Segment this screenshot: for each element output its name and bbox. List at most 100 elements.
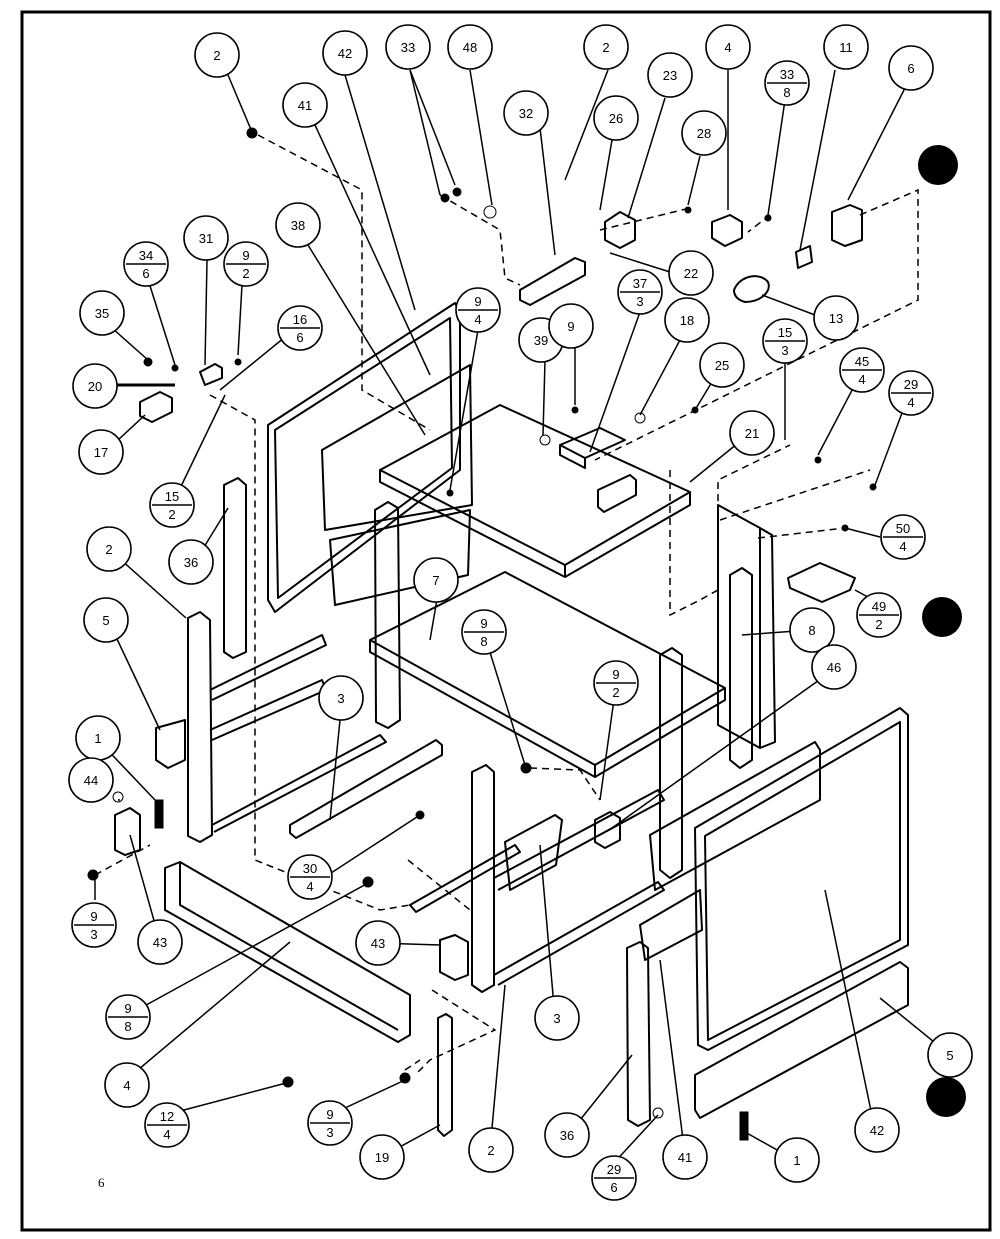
svg-text:26: 26: [609, 111, 623, 126]
svg-text:49: 49: [872, 599, 886, 614]
svg-text:8: 8: [783, 85, 790, 100]
svg-text:1: 1: [793, 1153, 800, 1168]
svg-text:3: 3: [326, 1125, 333, 1140]
bracket-46: [594, 811, 621, 849]
callout-bubble: 38: [275, 202, 321, 248]
left-frame-rail-mid: [209, 679, 327, 741]
callout-bubble-fraction: 166: [277, 305, 323, 351]
svg-text:6: 6: [296, 330, 303, 345]
rail-lower: [409, 844, 521, 913]
svg-text:41: 41: [298, 98, 312, 113]
callout-bubble-fraction: 92: [223, 241, 269, 287]
callout-bubble-fraction: 504: [880, 514, 926, 560]
top-shelf: [379, 404, 691, 566]
svg-text:12: 12: [160, 1109, 174, 1124]
callout-bubble: 42: [322, 30, 368, 76]
svg-text:29: 29: [607, 1162, 621, 1177]
svg-text:4: 4: [163, 1127, 170, 1142]
svg-text:8: 8: [124, 1019, 131, 1034]
screw-icon: [841, 524, 849, 532]
bracket-17: [139, 391, 173, 423]
svg-text:17: 17: [94, 445, 108, 460]
svg-text:4: 4: [724, 40, 731, 55]
front-frame-post-right: [659, 647, 683, 879]
callout-bubble: 2: [583, 24, 629, 70]
front-frame-post-left: [471, 764, 495, 993]
svg-text:4: 4: [123, 1078, 130, 1093]
callout-bubble: 26: [593, 95, 639, 141]
callout-bubble-fraction: 98: [461, 609, 507, 655]
svg-text:2: 2: [487, 1143, 494, 1158]
callout-bubble-fraction: 492: [856, 592, 902, 638]
callout-bubble: 25: [699, 342, 745, 388]
svg-text:21: 21: [745, 426, 759, 441]
callout-bubble: 2: [468, 1127, 514, 1173]
callout-bubble: 41: [282, 82, 328, 128]
rear-post-right: [729, 567, 753, 769]
page-border: [20, 10, 992, 1232]
callout-bubble: 11: [823, 24, 869, 70]
callout-bubble: 2: [86, 526, 132, 572]
front-post: [626, 941, 651, 1127]
svg-text:23: 23: [663, 68, 677, 83]
front-frame-rail-top: [493, 789, 665, 891]
callout-bubble: 1: [774, 1137, 820, 1183]
svg-text:46: 46: [827, 660, 841, 675]
svg-text:35: 35: [95, 306, 109, 321]
svg-text:48: 48: [463, 40, 477, 55]
svg-text:43: 43: [153, 935, 167, 950]
svg-text:15: 15: [165, 489, 179, 504]
svg-text:33: 33: [401, 40, 415, 55]
callout-bubble: 20: [72, 363, 118, 409]
bracket-43-right: [439, 934, 469, 981]
svg-text:9: 9: [474, 294, 481, 309]
svg-text:9: 9: [90, 909, 97, 924]
callout-bubble-fraction: 93: [307, 1100, 353, 1146]
svg-text:2: 2: [875, 617, 882, 632]
svg-text:9: 9: [567, 319, 574, 334]
svg-text:2: 2: [602, 40, 609, 55]
svg-text:44: 44: [84, 773, 98, 788]
screw-icon: [520, 762, 532, 774]
igniter-block: [597, 474, 637, 513]
screw-icon: [440, 193, 450, 203]
screw-icon: [571, 406, 579, 414]
callout-bubble-fraction: 98: [105, 994, 151, 1040]
screw-icon: [171, 364, 179, 372]
svg-text:11: 11: [839, 40, 853, 55]
callout-bubble: 42: [854, 1107, 900, 1153]
left-post: [223, 477, 247, 659]
screw-icon: [814, 456, 822, 464]
svg-text:9: 9: [612, 667, 619, 682]
registration-dot: [922, 597, 962, 637]
door-panel: [694, 707, 909, 1051]
svg-text:45: 45: [855, 354, 869, 369]
registration-dot: [926, 1077, 966, 1117]
callout-bubble: 6: [888, 45, 934, 91]
callout-bubble-fraction: 346: [123, 241, 169, 287]
svg-text:22: 22: [684, 266, 698, 281]
callout-bubble-fraction: 153: [762, 318, 808, 364]
screw-icon: [684, 206, 692, 214]
svg-text:16: 16: [293, 312, 307, 327]
callout-bubble: 3: [318, 675, 364, 721]
svg-text:37: 37: [633, 276, 647, 291]
svg-text:2: 2: [213, 48, 220, 63]
svg-text:4: 4: [858, 372, 865, 387]
svg-text:6: 6: [142, 266, 149, 281]
callout-bubble: 35: [79, 290, 125, 336]
screw-icon: [362, 876, 374, 888]
svg-text:18: 18: [680, 313, 694, 328]
callout-bubble-fraction: 124: [144, 1102, 190, 1148]
callout-bubble: 43: [355, 920, 401, 966]
back-panel: [267, 302, 461, 613]
callout-bubble: 41: [662, 1134, 708, 1180]
screw-icon: [446, 489, 454, 497]
callout-bubble-fraction: 94: [455, 287, 501, 333]
callout-bubble: 48: [447, 24, 493, 70]
svg-text:20: 20: [88, 379, 102, 394]
screw-icon: [143, 357, 153, 367]
svg-text:6: 6: [610, 1180, 617, 1195]
middle-shelf-edge-right: [594, 688, 726, 778]
svg-text:3: 3: [636, 294, 643, 309]
